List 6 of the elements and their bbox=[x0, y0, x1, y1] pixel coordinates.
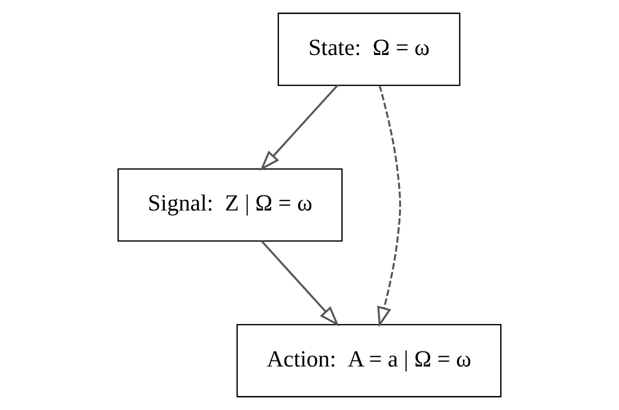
node-box: Signal: Z | Ω = ω bbox=[118, 168, 343, 242]
arrow bbox=[260, 240, 340, 326]
arrow bbox=[260, 84, 338, 171]
arrow bbox=[377, 85, 402, 328]
node-box: State: Ω = ω bbox=[278, 12, 460, 86]
node-box: Action: A = a | Ω = ω bbox=[236, 324, 502, 398]
